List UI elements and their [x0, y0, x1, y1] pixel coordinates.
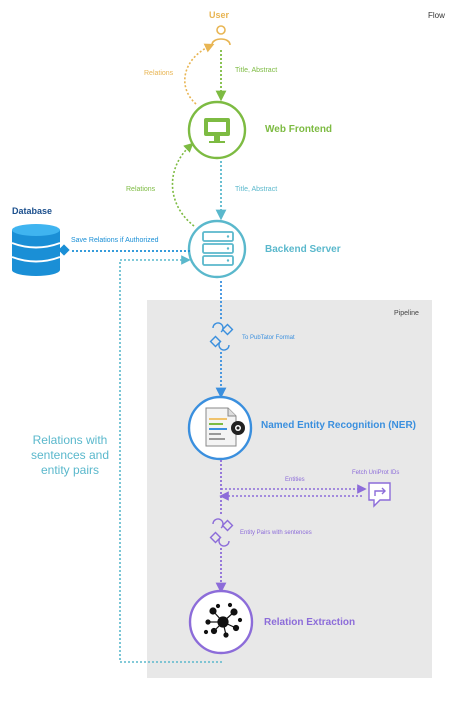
backend-server-node [187, 219, 247, 279]
backend-server-label: Backend Server [265, 244, 341, 255]
edge-label-backend-to-frontend: Relations [126, 186, 156, 193]
gear-icon [231, 421, 245, 435]
edge-backend-to-frontend [171, 142, 195, 227]
edge-label-frontend-to-user: Relations [144, 70, 174, 77]
network-icon [203, 602, 243, 638]
relation-extraction-label: Relation Extraction [264, 617, 356, 628]
edge-label-to-pubtator: To PubTator Format [242, 335, 295, 341]
server-icon [202, 231, 234, 266]
server-lights [226, 235, 230, 262]
user-icon [211, 25, 231, 46]
monitor-icon [204, 118, 230, 143]
edge-label-fetch-uniprot: Fetch UniProt IDs [352, 470, 400, 476]
document-icon [205, 407, 237, 447]
edge-label-relations-return: Relations with sentences and entity pair… [30, 433, 110, 477]
fetch-uniprot-icon [368, 482, 391, 508]
edge-frontend-to-user [184, 43, 215, 105]
edge-relations-return [119, 255, 222, 663]
pipeline-label: Pipeline [394, 310, 419, 317]
flow-corner-label: Flow [428, 11, 445, 20]
pubtator-format-icon [209, 322, 234, 351]
entity-pairs-icon [209, 518, 234, 547]
user-label: User [209, 10, 230, 20]
edge-label-user-to-frontend: Title, Abstract [235, 67, 278, 74]
database-label: Database [12, 206, 53, 216]
database-icon [11, 224, 70, 276]
web-frontend-label: Web Frontend [265, 124, 333, 135]
edge-label-entity-pairs: Entity Pairs with sentences [240, 530, 312, 536]
ner-label: Named Entity Recognition (NER) [261, 420, 417, 431]
edge-label-backend-to-db: Save Relations if Authorized [71, 237, 159, 244]
edge-label-entities: Entities [285, 477, 305, 483]
edge-label-frontend-to-backend: Title, Abstract [235, 186, 278, 193]
